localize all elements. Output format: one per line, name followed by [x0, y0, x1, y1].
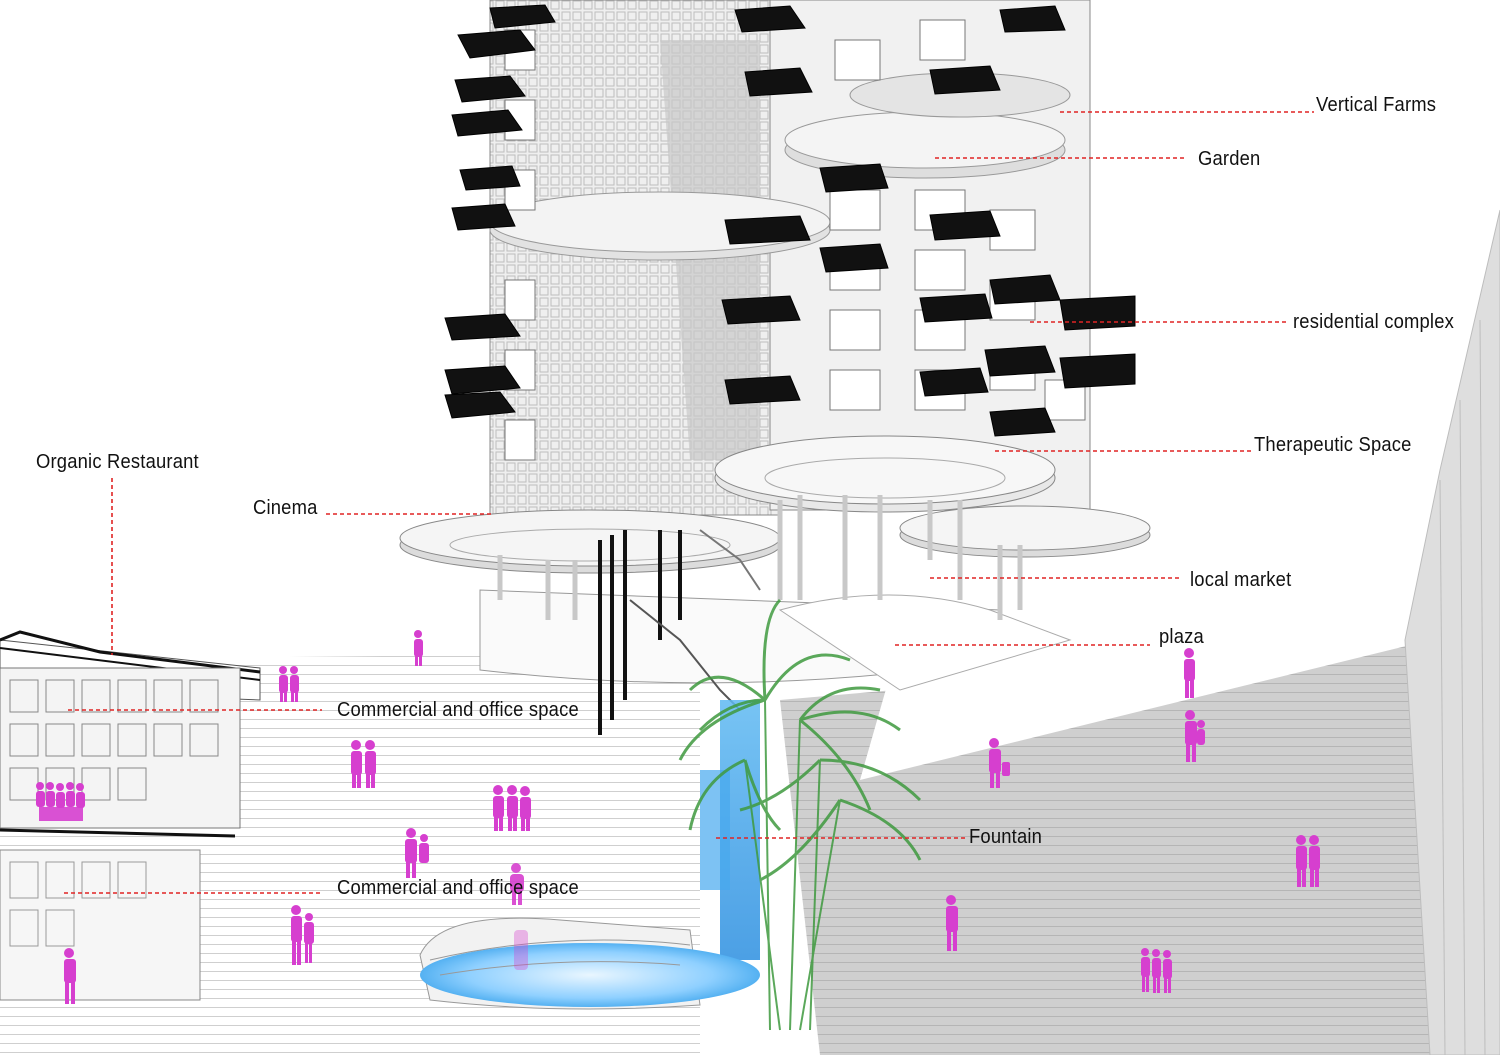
- label-plaza: plaza: [1159, 626, 1204, 648]
- label-local-market: local market: [1190, 569, 1292, 591]
- tower: [399, 0, 1151, 735]
- label-cinema: Cinema: [253, 497, 318, 519]
- organic-restaurant-building: [0, 630, 261, 1001]
- label-vertical-farms: Vertical Farms: [1316, 94, 1437, 116]
- label-residential-complex: residential complex: [1293, 311, 1454, 333]
- callout-lines: [64, 111, 1314, 894]
- palm-trees: [678, 598, 922, 1031]
- label-organic-restaurant: Organic Restaurant: [36, 451, 199, 473]
- label-fountain: Fountain: [969, 826, 1043, 848]
- label-therapeutic-space: Therapeutic Space: [1254, 434, 1412, 456]
- people-figures: [36, 630, 1320, 1004]
- label-garden: Garden: [1198, 148, 1261, 170]
- label-commercial-office-upper: Commercial and office space: [337, 699, 579, 721]
- label-commercial-office-lower: Commercial and office space: [337, 877, 579, 899]
